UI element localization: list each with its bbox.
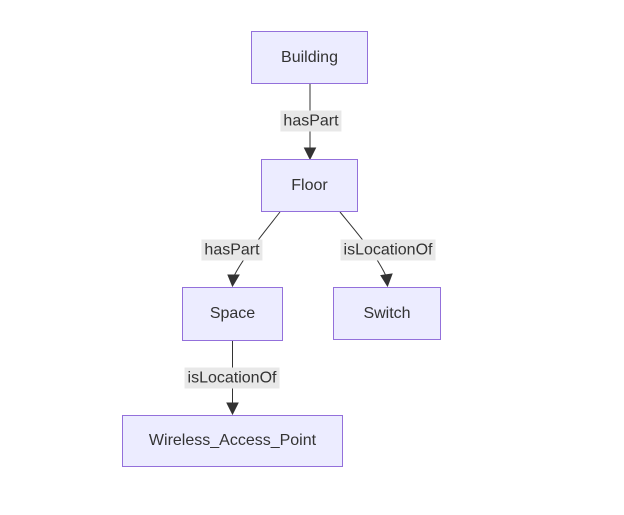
node-switch-label: Switch (363, 304, 411, 322)
arrowhead-space-wap (226, 402, 239, 416)
node-space: Space (182, 287, 283, 341)
edge-label-floor-space: hasPart (201, 239, 263, 261)
node-wireless-access-point: Wireless_Access_Point (122, 415, 343, 467)
node-wireless-access-point-label: Wireless_Access_Point (148, 432, 317, 449)
node-switch: Switch (333, 287, 441, 340)
node-floor-label: Floor (291, 176, 328, 194)
edge-label-floor-switch: isLocationOf (340, 239, 436, 261)
arrowhead-building-floor (303, 147, 317, 161)
node-space-label: Space (209, 305, 256, 322)
node-building-label: Building (281, 48, 338, 66)
node-building: Building (251, 31, 368, 84)
edge-label-space-wap: isLocationOf (184, 367, 280, 389)
arrowhead-floor-switch (380, 273, 393, 288)
arrowhead-floor-space (227, 274, 240, 288)
node-floor: Floor (261, 159, 358, 212)
edge-label-building-floor: hasPart (280, 110, 342, 132)
